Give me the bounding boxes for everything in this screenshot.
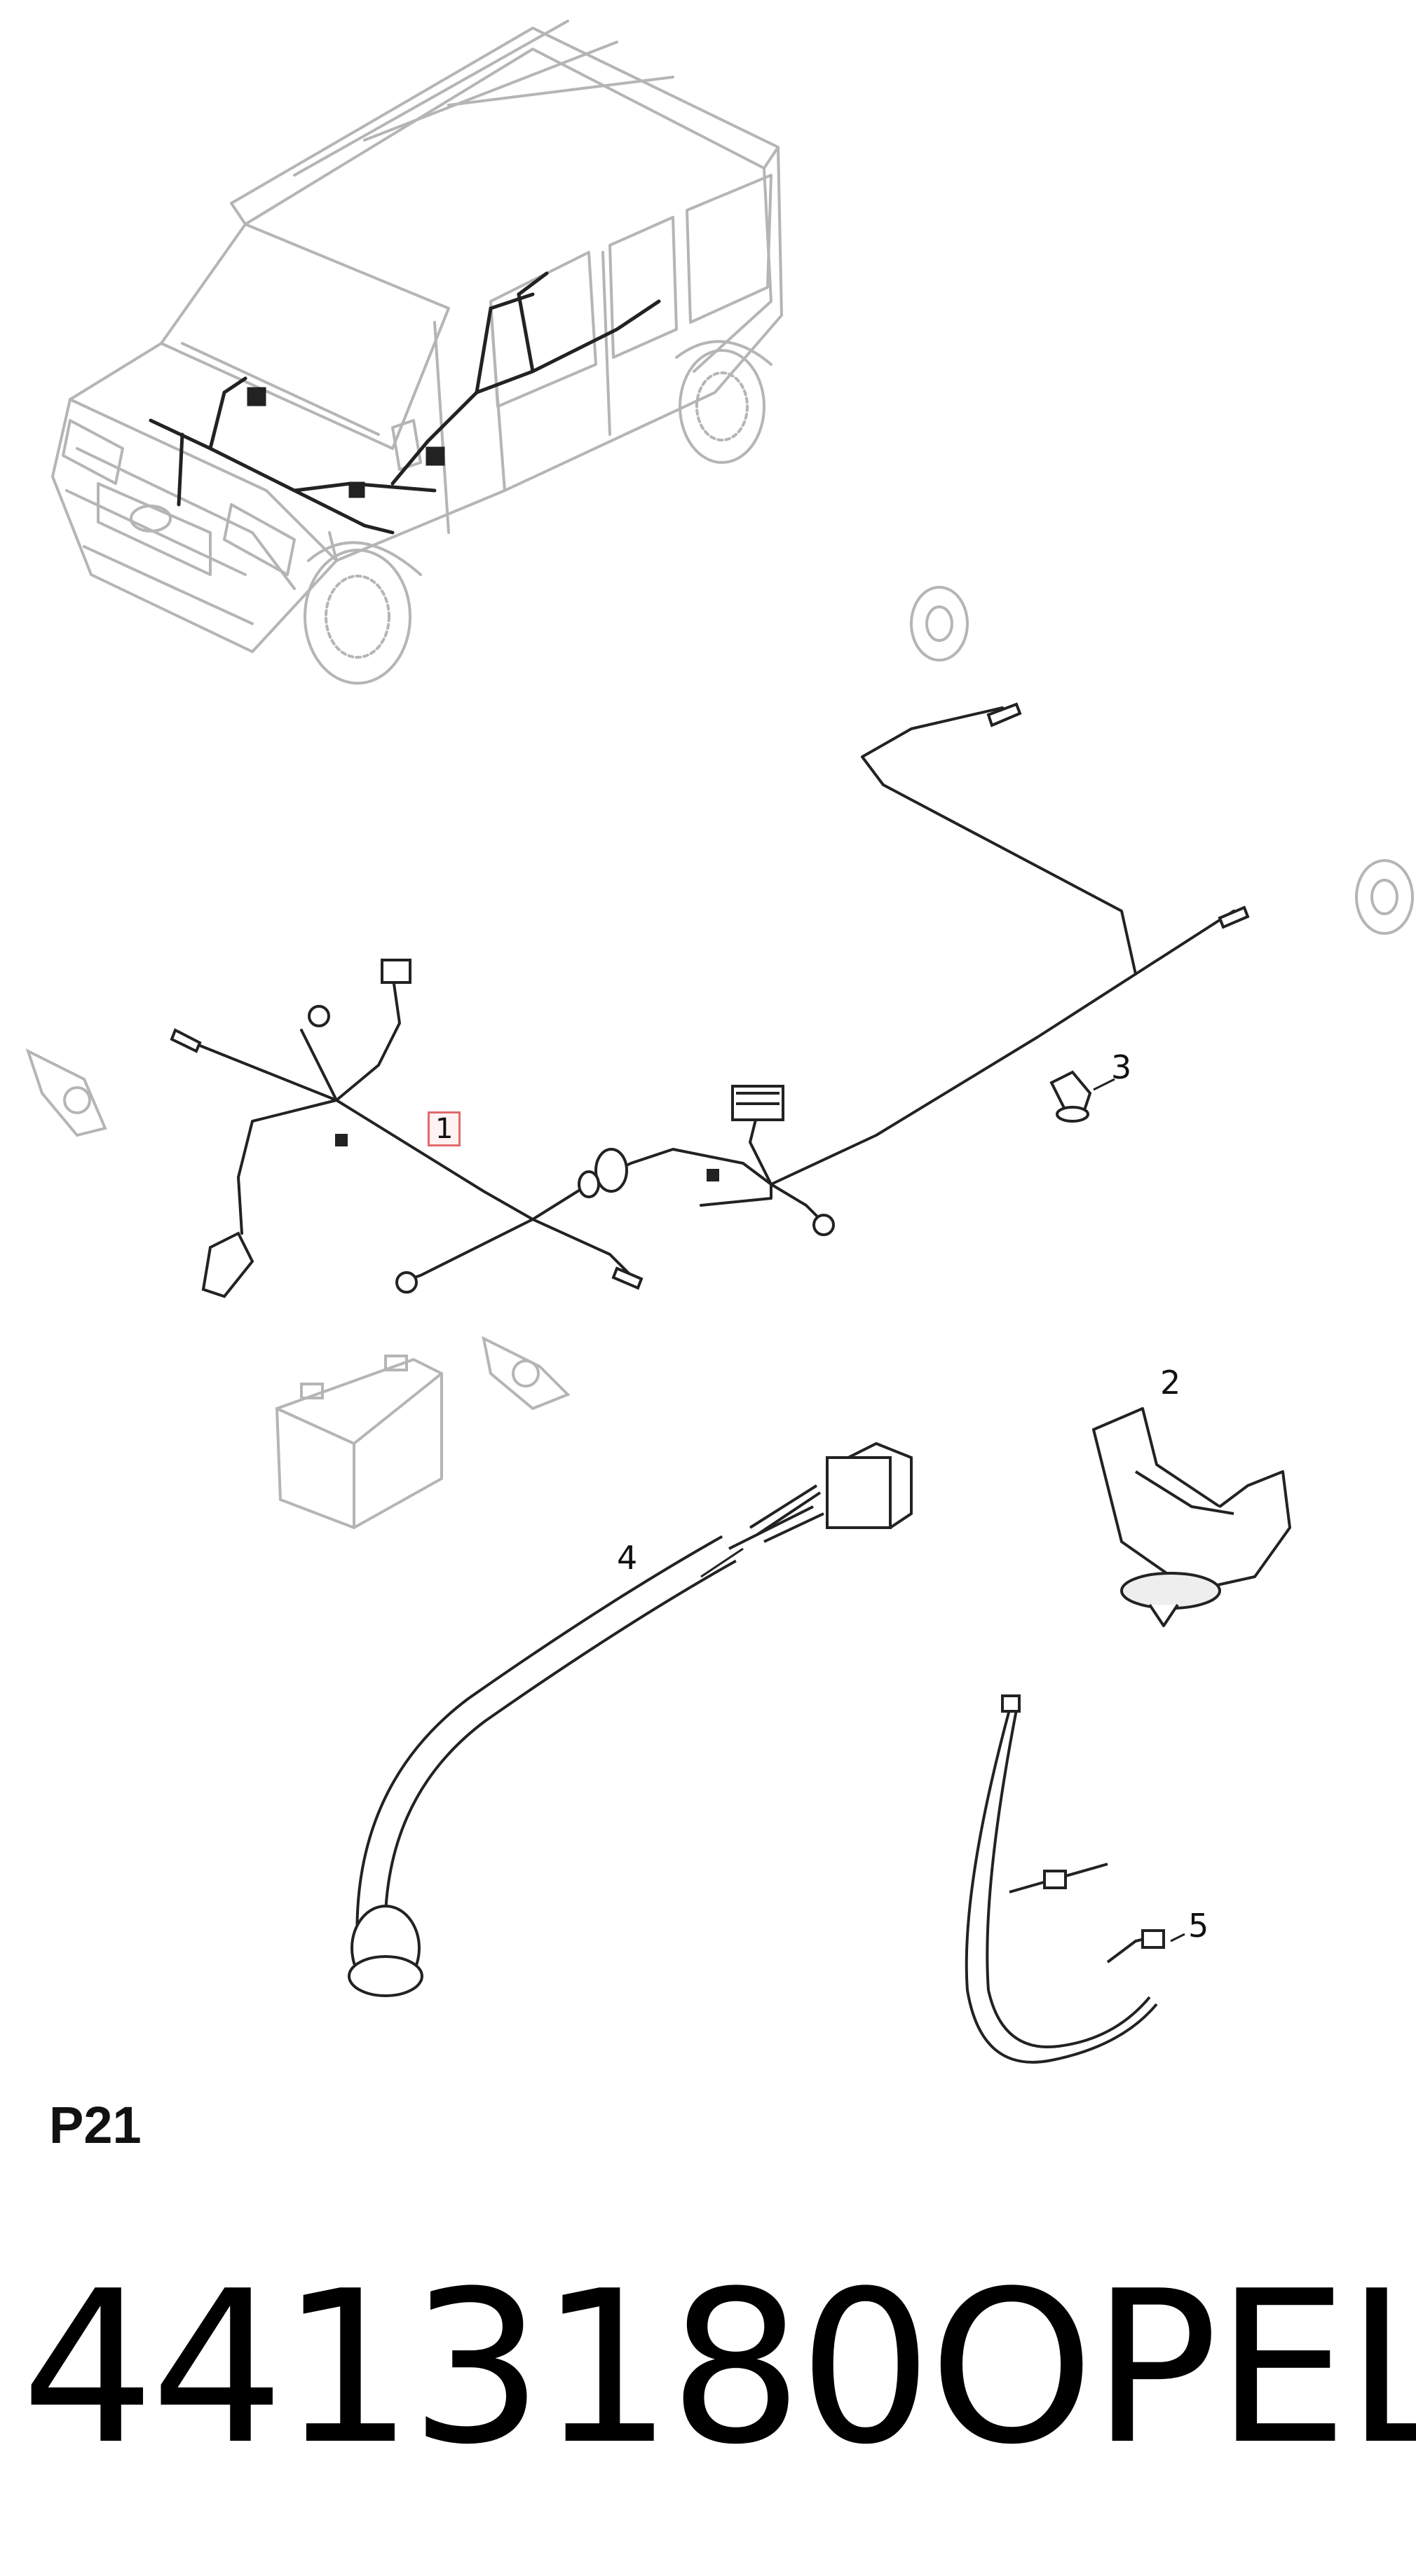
brand-name: OPEL: [929, 2246, 1416, 2491]
callout-leaders: [700, 1078, 1185, 1943]
callout-2[interactable]: 2: [1160, 1364, 1181, 1402]
van-illustration: [51, 20, 783, 685]
wheel-hub-components: [25, 586, 1414, 1411]
harness-connectors: [170, 702, 1250, 1299]
wire-part-5: [965, 1694, 1165, 2064]
callout-3[interactable]: 3: [1111, 1048, 1132, 1086]
page-code: P21: [49, 2096, 142, 2154]
van-wiring-highlight: [149, 271, 661, 535]
cable-part-4: [348, 1441, 913, 1997]
callout-4[interactable]: 4: [617, 1539, 638, 1577]
part-number: 4413180: [21, 2246, 932, 2491]
battery: [275, 1355, 443, 1530]
bracket-part-2: [1092, 1407, 1291, 1627]
callout-1[interactable]: 1: [428, 1111, 461, 1146]
main-wiring-harness: [177, 706, 1235, 1284]
clip-part-3: [1049, 1070, 1092, 1123]
callout-5[interactable]: 5: [1188, 1907, 1209, 1945]
